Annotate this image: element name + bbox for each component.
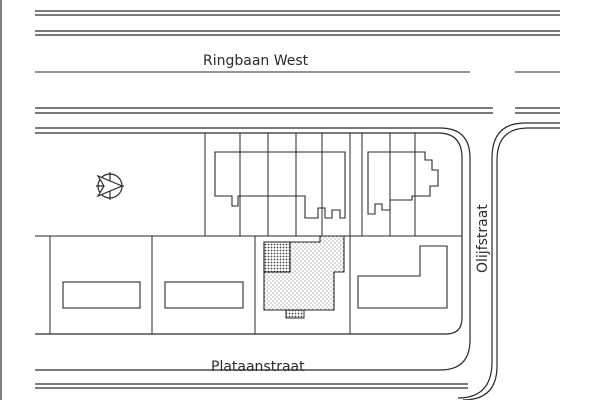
entrance-step [285, 309, 305, 319]
street-label-ringbaan-west: Ringbaan West [203, 53, 309, 69]
building-bottom-4 [357, 245, 448, 309]
building-row-right [367, 151, 439, 215]
block-outline [35, 127, 471, 371]
block-inner-edge [35, 132, 463, 335]
building-row-left [214, 151, 346, 219]
plataanstraat-road [35, 383, 468, 389]
ringbaan-west-road [35, 10, 560, 114]
street-label-plataanstraat: Plataanstraat [211, 359, 305, 375]
olijfstraat-road [457, 122, 560, 400]
north-arrow-icon [96, 172, 124, 200]
street-label-olijfstraat: Olijfstraat [475, 204, 491, 273]
building-bottom-1 [62, 281, 141, 309]
parcel-lines-top [35, 133, 462, 237]
building-bottom-2 [164, 281, 244, 309]
parcel-lines-bottom [49, 236, 351, 334]
hatched-annex [263, 241, 291, 273]
